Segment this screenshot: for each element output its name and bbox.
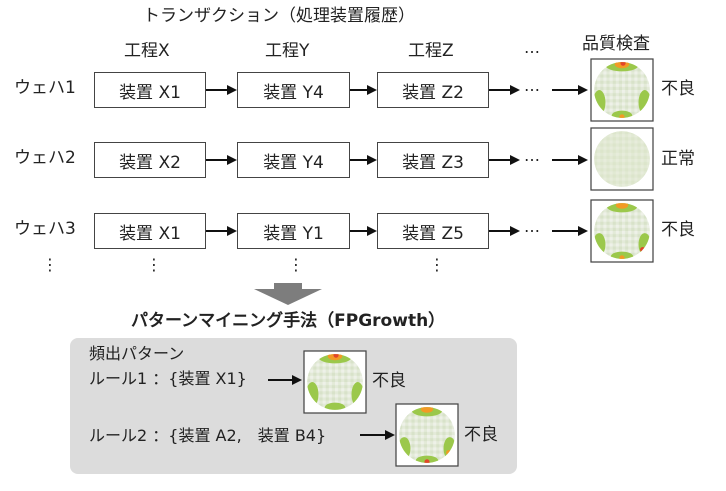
device-box-z: 装置 Z2 (377, 72, 489, 108)
inspection-result: 不良 (661, 220, 695, 240)
transaction-title: トランザクション（処理装置履歴） (143, 6, 415, 26)
wafer-label-3: ウェハ3 (14, 219, 76, 239)
column-header-process-y: 工程Y (265, 41, 310, 61)
wafer-map-rule-1 (303, 350, 367, 414)
row-ellipsis: … (524, 217, 541, 236)
device-box-z: 装置 Z3 (377, 142, 489, 178)
column-header-ellipsis: … (524, 38, 541, 57)
wafer-label-2: ウェハ2 (14, 148, 76, 168)
device-box-z: 装置 Z5 (377, 213, 489, 249)
rule-1-text: ルール1 ：{装置 X1} (89, 369, 247, 388)
mining-method-title: パターンマイニング手法（FPGrowth） (131, 311, 446, 331)
column-header-process-x: 工程X (124, 41, 170, 61)
quality-inspection-header: 品質検査 (582, 34, 650, 54)
wafer-map-defect (590, 58, 654, 122)
column-header-process-z: 工程Z (408, 41, 454, 61)
device-box-y: 装置 Y4 (237, 72, 350, 108)
frequent-pattern-heading: 頻出パターン (89, 344, 185, 363)
wafer-map-defect (590, 199, 654, 263)
device-box-y: 装置 Y1 (237, 213, 350, 249)
wafer-map-rule-2 (395, 403, 459, 467)
row-ellipsis: … (524, 146, 541, 165)
rule-1-result: 不良 (372, 371, 406, 391)
device-box-x: 装置 X2 (94, 142, 206, 178)
device-box-x: 装置 X1 (94, 72, 206, 108)
inspection-result: 不良 (661, 79, 695, 99)
process-flow-arrows (206, 85, 588, 236)
wafer-label-1: ウェハ1 (14, 78, 76, 98)
rule-2-result: 不良 (464, 425, 498, 445)
device-box-x: 装置 X1 (94, 213, 206, 249)
device-box-y: 装置 Y4 (237, 142, 350, 178)
wafer-map-normal (590, 127, 654, 191)
rule-2-text: ルール2 ：{装置 A2, 装置 B4} (89, 426, 327, 445)
row-ellipsis: … (524, 76, 541, 95)
big-down-arrow-icon (254, 283, 322, 305)
inspection-result: 正常 (661, 149, 695, 169)
